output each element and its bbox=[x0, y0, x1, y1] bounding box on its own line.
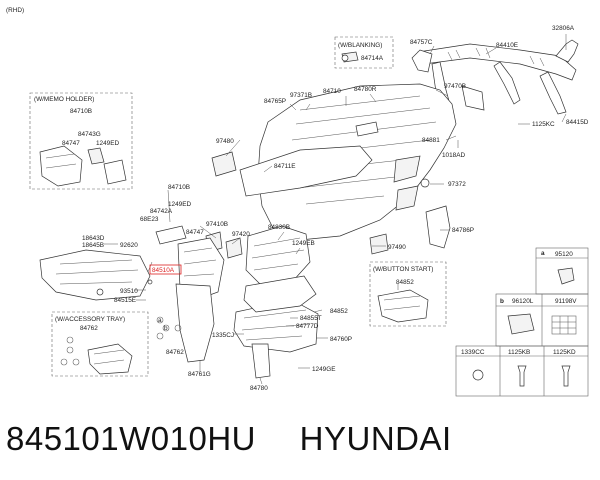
part-label-84515e: 84515E bbox=[114, 297, 136, 304]
side-panel-84786p bbox=[425, 205, 451, 249]
callout-markers bbox=[60, 316, 182, 366]
duct-84757c bbox=[411, 49, 433, 73]
memo-holder-group-label: (W/MEMO HOLDER) bbox=[34, 96, 94, 103]
parts-diagram: (RHD) (W/BLANKING) 84714A bbox=[6, 7, 589, 397]
button-start-label-84852: 84852 bbox=[396, 279, 414, 286]
callout-b-letter: b bbox=[500, 298, 504, 305]
part-label-84415d: 84415D bbox=[566, 119, 589, 126]
part-label-84830b: 84830B bbox=[268, 224, 290, 231]
memo-label-84743g: 84743G bbox=[78, 131, 101, 138]
part-label-84786p: 84786P bbox=[452, 227, 474, 234]
part-label-97410b: 97410B bbox=[206, 221, 228, 228]
variant-note: (RHD) bbox=[6, 7, 24, 14]
part-label-84710b: 84710B bbox=[168, 184, 190, 191]
part-label-84757c: 84757C bbox=[410, 39, 433, 46]
part-label-97490: 97490 bbox=[388, 244, 406, 251]
part-label-97372: 97372 bbox=[448, 181, 466, 188]
tray-label-84762: 84762 bbox=[80, 325, 98, 332]
part-label-1249eb: 1249EB bbox=[292, 240, 315, 247]
part-label-32806a: 32806A bbox=[552, 25, 575, 32]
button-start-group-label: (W/BUTTON START) bbox=[373, 266, 433, 273]
part-label-1125kb: 1125KB bbox=[508, 349, 530, 356]
brand-name: HYUNDAI bbox=[299, 420, 452, 457]
clip-84714a bbox=[341, 54, 349, 62]
part-label-84777d: 84777D bbox=[296, 323, 319, 330]
cluster-fascia-84830b bbox=[245, 225, 311, 287]
part-label-84510a-highlighted: 84510A bbox=[152, 267, 175, 274]
bracket-84710b bbox=[155, 225, 187, 245]
part-label-93510: 93510 bbox=[120, 288, 138, 295]
memo-label-84747: 84747 bbox=[62, 140, 80, 147]
part-label-1339cc: 1339CC bbox=[461, 349, 485, 356]
part-label-18645b: 18645B bbox=[82, 242, 104, 249]
part-label-84710: 84710 bbox=[323, 88, 341, 95]
part-label-97470b: 97470B bbox=[444, 83, 466, 90]
part-label-96120l: 96120L bbox=[512, 298, 534, 305]
part-label-97371b: 97371B bbox=[290, 92, 312, 99]
part-label-18643d: 18643D bbox=[82, 235, 105, 242]
blanking-group-box bbox=[334, 36, 394, 69]
callout-a-marker: a bbox=[158, 317, 162, 324]
part-label-1125kc: 1125KC bbox=[532, 121, 555, 128]
part-label-84762: 84762 bbox=[166, 349, 184, 356]
highlight-box-84510a bbox=[149, 264, 182, 275]
memo-holder-group-box bbox=[29, 92, 133, 190]
memo-label-1249ed: 1249ED bbox=[96, 140, 119, 147]
part-label-84711e: 84711E bbox=[274, 163, 296, 170]
part-label-84765p: 84765P bbox=[264, 98, 286, 105]
part-label-1249ge: 1249GE bbox=[312, 366, 335, 373]
knee-bolster-84852 bbox=[243, 275, 317, 313]
accessory-tray-group-box bbox=[51, 311, 149, 377]
memo-label-84710b: 84710B bbox=[70, 108, 92, 115]
part-label-92620: 92620 bbox=[120, 242, 138, 249]
button-start-group-box bbox=[369, 261, 447, 327]
part-label-84761g: 84761G bbox=[188, 371, 211, 378]
caption: 845101W010HU HYUNDAI bbox=[6, 420, 596, 466]
part-label-1125kd: 1125KD bbox=[553, 349, 576, 356]
leader-lines bbox=[104, 34, 567, 385]
part-label-68e23: 68E23 bbox=[140, 216, 159, 223]
part-label-84780r: 84780R bbox=[354, 86, 377, 93]
part-label-84760p: 84760P bbox=[330, 336, 352, 343]
center-garnish-84711e bbox=[239, 145, 373, 197]
part-label-84742a: 84742A bbox=[150, 208, 173, 215]
part-label-97420: 97420 bbox=[232, 231, 250, 238]
sensor-97372 bbox=[420, 178, 430, 188]
air-vent-97490 bbox=[369, 233, 389, 255]
side-cover-84761g bbox=[175, 283, 215, 363]
part-label-84852: 84852 bbox=[330, 308, 348, 315]
part-label-84881: 84881 bbox=[422, 137, 440, 144]
blanking-group-label: (W/BLANKING) bbox=[338, 42, 382, 49]
part-label-1249ed: 1249ED bbox=[168, 201, 191, 208]
part-label-97480: 97480 bbox=[216, 138, 234, 145]
side-cover-84780 bbox=[251, 343, 271, 379]
part-label-84410e: 84410E bbox=[496, 42, 518, 49]
part-label-84747: 84747 bbox=[186, 229, 204, 236]
hardware-table bbox=[455, 247, 589, 397]
part-label-84780: 84780 bbox=[250, 385, 268, 392]
air-vent-97420 bbox=[225, 237, 243, 259]
part-label-84855t: 84855T bbox=[300, 315, 322, 322]
part-number: 845101W010HU bbox=[6, 420, 256, 457]
part-label-84714a: 84714A bbox=[361, 55, 384, 62]
callout-b-marker: b bbox=[164, 325, 168, 332]
callout-a-letter: a bbox=[541, 250, 545, 257]
part-label-95120: 95120 bbox=[555, 251, 573, 258]
part-label-1335cj: 1335CJ bbox=[212, 332, 234, 339]
part-label-1018ad: 1018AD bbox=[442, 152, 465, 159]
air-vent-97480 bbox=[211, 151, 237, 177]
part-label-91198v: 91198V bbox=[555, 298, 577, 305]
cowl-cross-bar bbox=[417, 39, 579, 115]
glove-box-84510a bbox=[39, 249, 151, 301]
accessory-tray-group-label: (W/ACCESSORY TRAY) bbox=[55, 316, 125, 323]
